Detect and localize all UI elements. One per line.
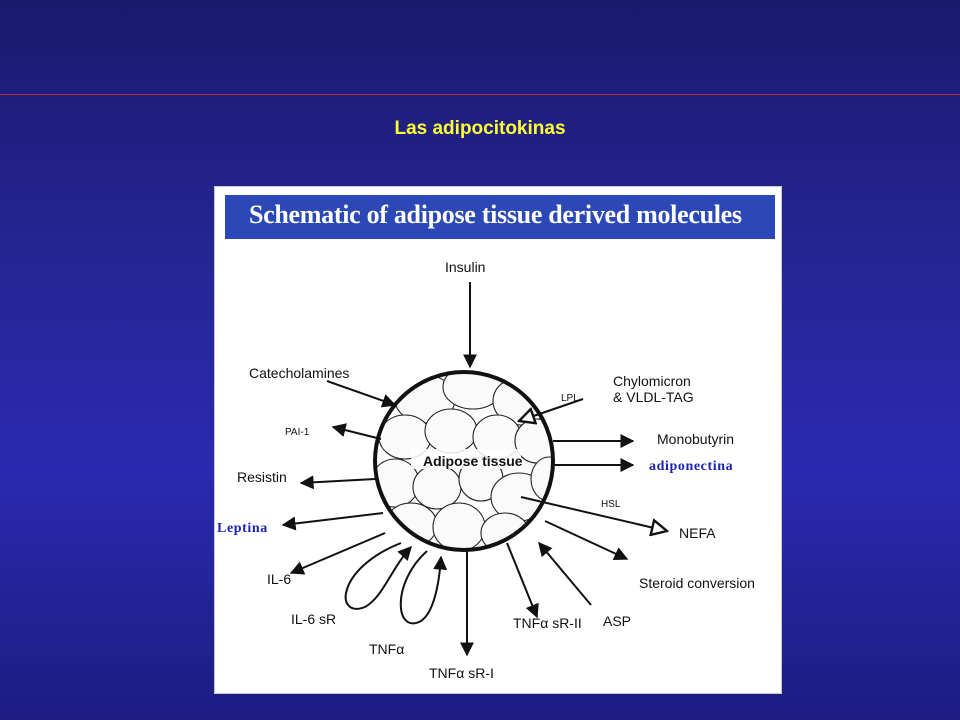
label-il6sr: IL-6 sR xyxy=(291,611,337,627)
diagram-arrows xyxy=(281,282,667,657)
label-monobutyrin: Monobutyrin xyxy=(657,431,735,447)
figure-banner: Schematic of adipose tissue derived mole… xyxy=(225,195,775,239)
label-chylomicron-line2: & VLDL-TAG xyxy=(613,389,694,405)
label-chylomicron-line1: Chylomicron xyxy=(613,373,691,389)
title-divider xyxy=(0,94,960,95)
label-il6: IL-6 xyxy=(267,571,292,587)
label-leptina: Leptina xyxy=(217,521,268,536)
label-tnfa: TNFα xyxy=(369,641,405,657)
label-adiponectina: adiponectina xyxy=(649,459,734,474)
adipose-diagram-figure: Schematic of adipose tissue derived mole… xyxy=(214,186,782,694)
label-tnfa-sr1: TNFα sR-I xyxy=(429,665,494,681)
label-resistin: Resistin xyxy=(237,469,287,485)
label-steroid-conversion: Steroid conversion xyxy=(639,575,755,591)
label-catecholamines: Catecholamines xyxy=(249,365,350,381)
label-lpl: LPL xyxy=(561,393,579,404)
center-label-adipose-tissue: Adipose tissue xyxy=(423,453,523,469)
label-hsl: HSL xyxy=(601,499,621,510)
figure-title: Schematic of adipose tissue derived mole… xyxy=(249,200,742,229)
label-tnfa-sr2: TNFα sR-II xyxy=(513,615,582,631)
label-insulin: Insulin xyxy=(445,259,486,275)
adipose-tissue-circle xyxy=(373,370,555,552)
label-nefa: NEFA xyxy=(679,525,716,541)
label-asp: ASP xyxy=(603,613,632,629)
diagram-drawing xyxy=(281,282,782,657)
slide-title: Las adipocitokinas xyxy=(394,118,566,139)
label-pai1: PAI-1 xyxy=(285,427,310,438)
